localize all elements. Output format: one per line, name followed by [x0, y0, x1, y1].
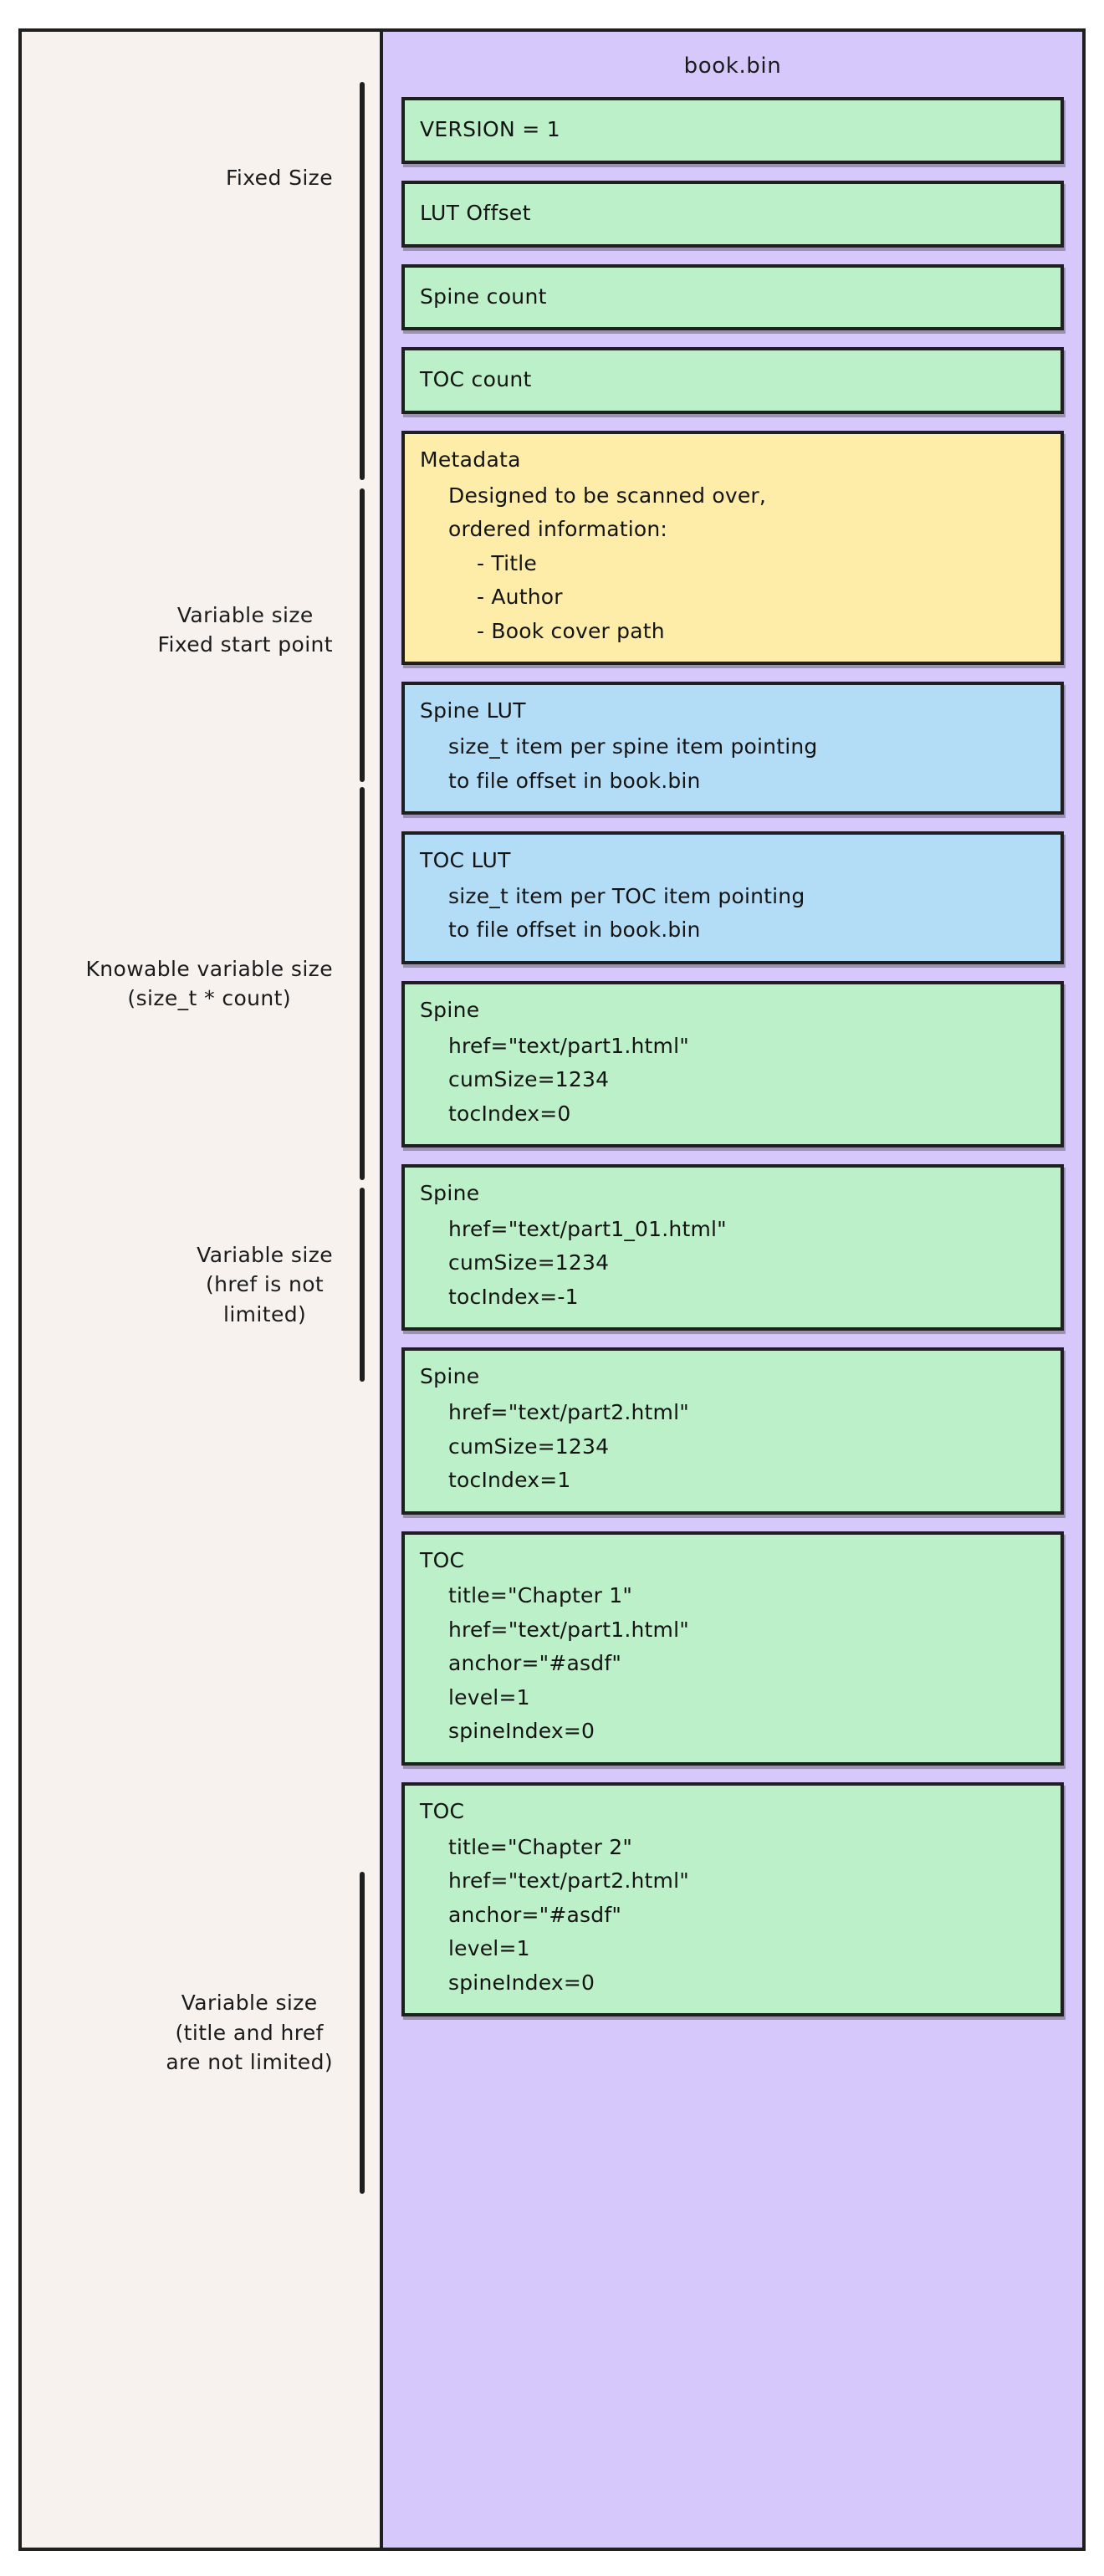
- block-spine-2: Spine href="text/part1_01.html" cumSize=…: [401, 1164, 1064, 1331]
- block-toc-lut: TOC LUT size_t item per TOC item pointin…: [401, 831, 1064, 964]
- block-line: href="text/part2.html": [448, 1868, 689, 1893]
- block-body: title="Chapter 1" href="text/part1.html"…: [420, 1579, 1045, 1749]
- block-line: spineIndex=0: [448, 1719, 595, 1744]
- block-toc-count: TOC count: [401, 347, 1064, 414]
- block-title: Metadata: [420, 447, 521, 472]
- block-line: level=1: [448, 1684, 530, 1710]
- block-title: Spine count: [420, 284, 547, 309]
- block-spine-lut: Spine LUT size_t item per spine item poi…: [401, 682, 1064, 815]
- annotation-label: Knowable variable size (size_t * count): [85, 956, 333, 1011]
- block-spine-1: Spine href="text/part1.html" cumSize=123…: [401, 980, 1064, 1147]
- annotation-knowable-variable-size: Knowable variable size (size_t * count): [22, 787, 380, 1180]
- block-body: href="text/part2.html" cumSize=1234 tocI…: [420, 1396, 1045, 1498]
- block-title: VERSION = 1: [420, 117, 560, 141]
- bracket-variable-title-href: [360, 1872, 365, 2194]
- block-line: spineIndex=0: [448, 1970, 595, 1995]
- block-body: href="text/part1_01.html" cumSize=1234 t…: [420, 1213, 1045, 1315]
- block-line: cumSize=1234: [448, 1067, 610, 1091]
- bracket-knowable-variable-size: [360, 787, 365, 1180]
- block-body: href="text/part1.html" cumSize=1234 tocI…: [420, 1030, 1045, 1132]
- block-body: size_t item per spine item pointing to f…: [420, 730, 1045, 798]
- block-line: ordered information:: [448, 517, 668, 542]
- annotation-variable-fixed-start: Variable size Fixed start point: [22, 483, 380, 776]
- block-line: to file offset in book.bin: [448, 768, 701, 793]
- annotation-label: Variable size Fixed start point: [157, 602, 333, 657]
- block-metadata: Metadata Designed to be scanned over, or…: [401, 431, 1064, 666]
- block-line: anchor="#asdf": [448, 1651, 622, 1676]
- block-line: to file offset in book.bin: [448, 917, 701, 943]
- block-line: href="text/part1.html": [448, 1617, 689, 1642]
- annotation-variable-title-href: Variable size (title and href are not li…: [22, 1872, 380, 2194]
- block-line: tocIndex=-1: [448, 1284, 579, 1309]
- block-line: href="text/part1_01.html": [448, 1216, 727, 1241]
- annotation-label: Variable size (href is not limited): [197, 1242, 333, 1326]
- block-line: href="text/part2.html": [448, 1400, 689, 1424]
- block-title: LUT Offset: [420, 200, 531, 225]
- block-version: VERSION = 1: [401, 97, 1064, 164]
- block-line: size_t item per spine item pointing: [448, 734, 818, 759]
- block-line: - Author: [477, 585, 563, 610]
- annotation-label: Fixed Size: [225, 166, 333, 191]
- bracket-variable-href: [360, 1188, 365, 1382]
- block-line: tocIndex=0: [448, 1101, 571, 1126]
- block-line: title="Chapter 2": [448, 1834, 633, 1859]
- block-line: - Book cover path: [477, 618, 665, 643]
- block-line: tocIndex=1: [448, 1468, 571, 1492]
- block-body: Designed to be scanned over, ordered inf…: [420, 479, 1045, 649]
- block-title: Spine: [420, 997, 480, 1022]
- block-title: Spine: [420, 1364, 480, 1389]
- annotations-column: Fixed Size Variable size Fixed start poi…: [18, 28, 380, 2551]
- block-spine-3: Spine href="text/part2.html" cumSize=123…: [401, 1347, 1064, 1515]
- block-line: size_t item per TOC item pointing: [448, 883, 805, 908]
- bracket-variable-fixed-start: [360, 488, 365, 782]
- block-spine-count: Spine count: [401, 263, 1064, 331]
- block-title: Spine LUT: [420, 698, 526, 723]
- block-line: Designed to be scanned over,: [448, 483, 767, 508]
- block-line: cumSize=1234: [448, 1250, 610, 1275]
- annotation-label: Variable size (title and href are not li…: [166, 1991, 333, 2075]
- block-toc-2: TOC title="Chapter 2" href="text/part2.h…: [401, 1781, 1064, 2016]
- block-title: Spine: [420, 1181, 480, 1205]
- block-line: anchor="#asdf": [448, 1902, 622, 1927]
- block-line: title="Chapter 1": [448, 1583, 633, 1608]
- block-title: TOC LUT: [420, 848, 511, 872]
- block-title: TOC: [420, 1547, 465, 1572]
- block-line: href="text/part1.html": [448, 1033, 689, 1058]
- block-line: cumSize=1234: [448, 1434, 610, 1459]
- block-line: - Title: [477, 550, 537, 575]
- block-body: title="Chapter 2" href="text/part2.html"…: [420, 1831, 1045, 2001]
- bracket-fixed-size: [360, 82, 365, 480]
- block-line: level=1: [448, 1936, 530, 1960]
- block-title: TOC: [420, 1798, 465, 1823]
- file-title: book.bin: [683, 54, 782, 79]
- annotation-fixed-size: Fixed Size: [22, 82, 380, 274]
- block-title: TOC count: [420, 367, 532, 392]
- file-column: book.bin VERSION = 1 LUT Offset Spine co…: [380, 28, 1086, 2551]
- block-body: size_t item per TOC item pointing to fil…: [420, 880, 1045, 948]
- annotation-variable-href: Variable size (href is not limited): [22, 1188, 380, 1382]
- block-toc-1: TOC title="Chapter 1" href="text/part1.h…: [401, 1531, 1064, 1766]
- block-lut-offset: LUT Offset: [401, 180, 1064, 248]
